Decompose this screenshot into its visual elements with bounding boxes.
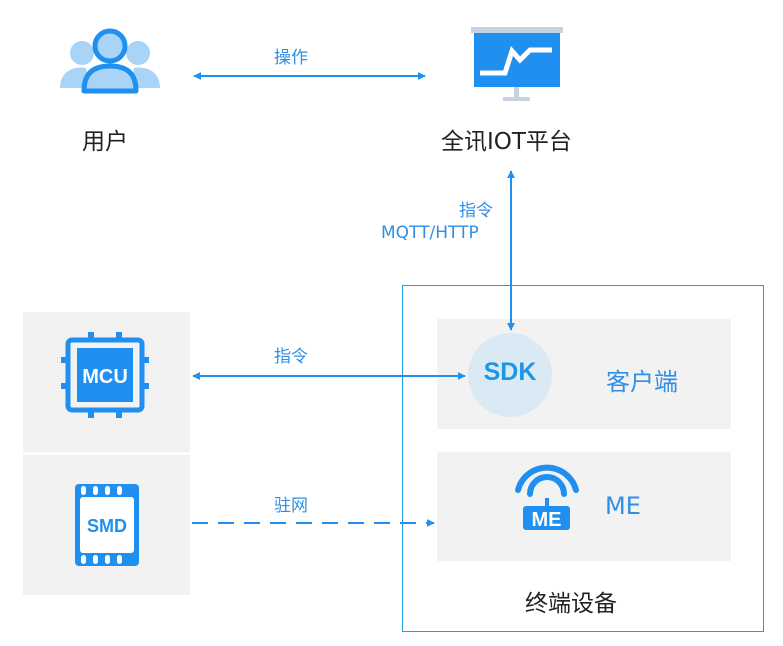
platform-label: 全讯IOT平台 xyxy=(441,129,572,155)
me-label: ME xyxy=(605,492,641,520)
users-icon xyxy=(60,28,160,94)
edge-platform-sdk-label-1: 指令 xyxy=(459,201,493,221)
sdk-label: SDK xyxy=(483,358,537,386)
client-label: 客户端 xyxy=(606,368,678,396)
me-panel xyxy=(437,452,731,561)
projector-chart-icon xyxy=(471,27,563,101)
mcu-icon-label: MCU xyxy=(82,366,128,388)
wireless-module-icon: ME xyxy=(515,464,579,531)
terminal-device-box xyxy=(402,285,764,632)
me-icon-label: ME xyxy=(532,509,562,531)
edge-user-platform-label: 操作 xyxy=(274,48,308,68)
edge-platform-sdk-label-2: MQTT/HTTP xyxy=(381,223,479,243)
smd-icon-label: SMD xyxy=(87,516,127,536)
chip-icon: MCU xyxy=(61,332,149,418)
edge-mcu-sdk-label: 指令 xyxy=(274,347,308,367)
edge-smd-me-label: 驻网 xyxy=(274,496,308,516)
user-label: 用户 xyxy=(82,129,128,155)
sim-card-icon: SMD xyxy=(75,484,139,566)
terminal-label: 终端设备 xyxy=(525,591,617,617)
sdk-node[interactable] xyxy=(468,333,552,417)
